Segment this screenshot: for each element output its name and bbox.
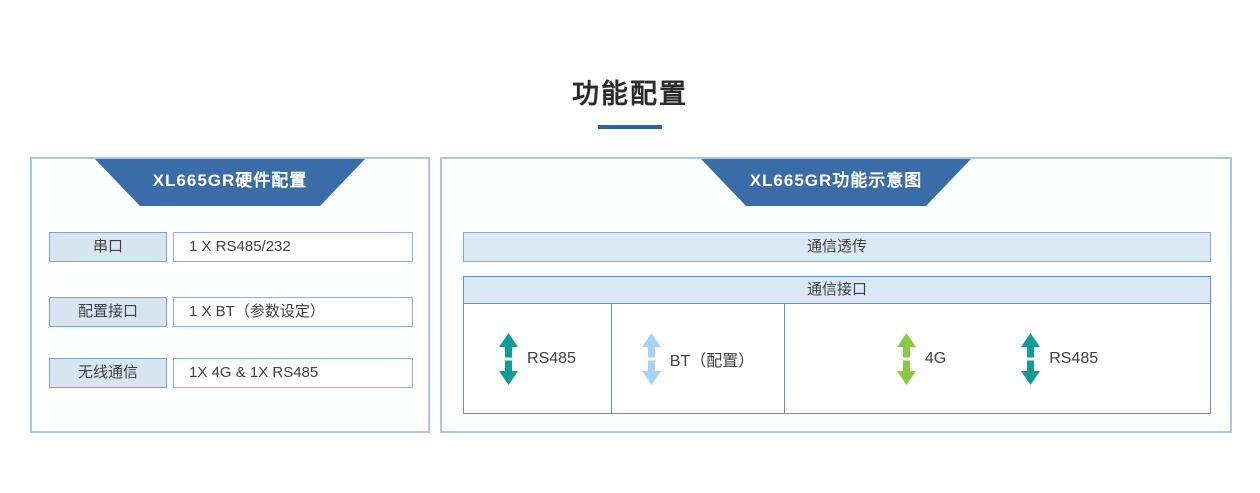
- interface-label-4g: 4G: [924, 349, 947, 367]
- interface-cell-wireless: 4G RS485: [785, 304, 1210, 413]
- hardware-config-panel: XL665GR硬件配置 串口 1 X RS485/232 配置接口 1 X BT…: [30, 157, 430, 433]
- interface-cell-rs485: RS485: [464, 304, 612, 413]
- interface-item-rs485: RS485: [1021, 332, 1099, 385]
- function-diagram-panel: XL665GR功能示意图 通信透传 通信接口 RS485: [440, 157, 1232, 433]
- title-underline: [598, 125, 662, 129]
- transparent-transmission-bar: 通信透传: [463, 232, 1211, 262]
- interface-label-bt: BT（配置）: [669, 352, 755, 370]
- row-value-wireless: 1X 4G & 1X RS485: [173, 358, 413, 388]
- interface-item-4g: 4G: [896, 332, 947, 385]
- updown-arrow-icon: [1021, 332, 1041, 385]
- hardware-config-header: XL665GR硬件配置: [95, 159, 365, 206]
- row-value-serial: 1 X RS485/232: [173, 232, 413, 262]
- interface-label-rs485: RS485: [527, 349, 576, 367]
- function-diagram-header: XL665GR功能示意图: [701, 159, 971, 206]
- page-title: 功能配置: [572, 79, 688, 109]
- page-title-block: 功能配置: [0, 72, 1260, 129]
- updown-arrow-icon: [641, 332, 661, 385]
- updown-arrow-icon: [499, 332, 519, 385]
- interface-table-body: RS485 BT（配置）: [464, 304, 1210, 413]
- interface-table: 通信接口 RS485: [463, 276, 1211, 414]
- updown-arrow-icon: [896, 332, 916, 385]
- table-row-serial: 串口 1 X RS485/232: [32, 232, 428, 262]
- interface-label-rs485-2: RS485: [1049, 349, 1099, 367]
- row-label-serial: 串口: [49, 232, 167, 262]
- row-label-wireless: 无线通信: [49, 358, 167, 388]
- interface-cell-bt: BT（配置）: [612, 304, 785, 413]
- table-row-wireless: 无线通信 1X 4G & 1X RS485: [32, 358, 428, 388]
- table-row-config-interface: 配置接口 1 X BT（参数设定）: [32, 297, 428, 327]
- interface-table-header: 通信接口: [464, 277, 1210, 304]
- row-value-config-interface: 1 X BT（参数设定）: [173, 297, 413, 327]
- row-label-config-interface: 配置接口: [49, 297, 167, 327]
